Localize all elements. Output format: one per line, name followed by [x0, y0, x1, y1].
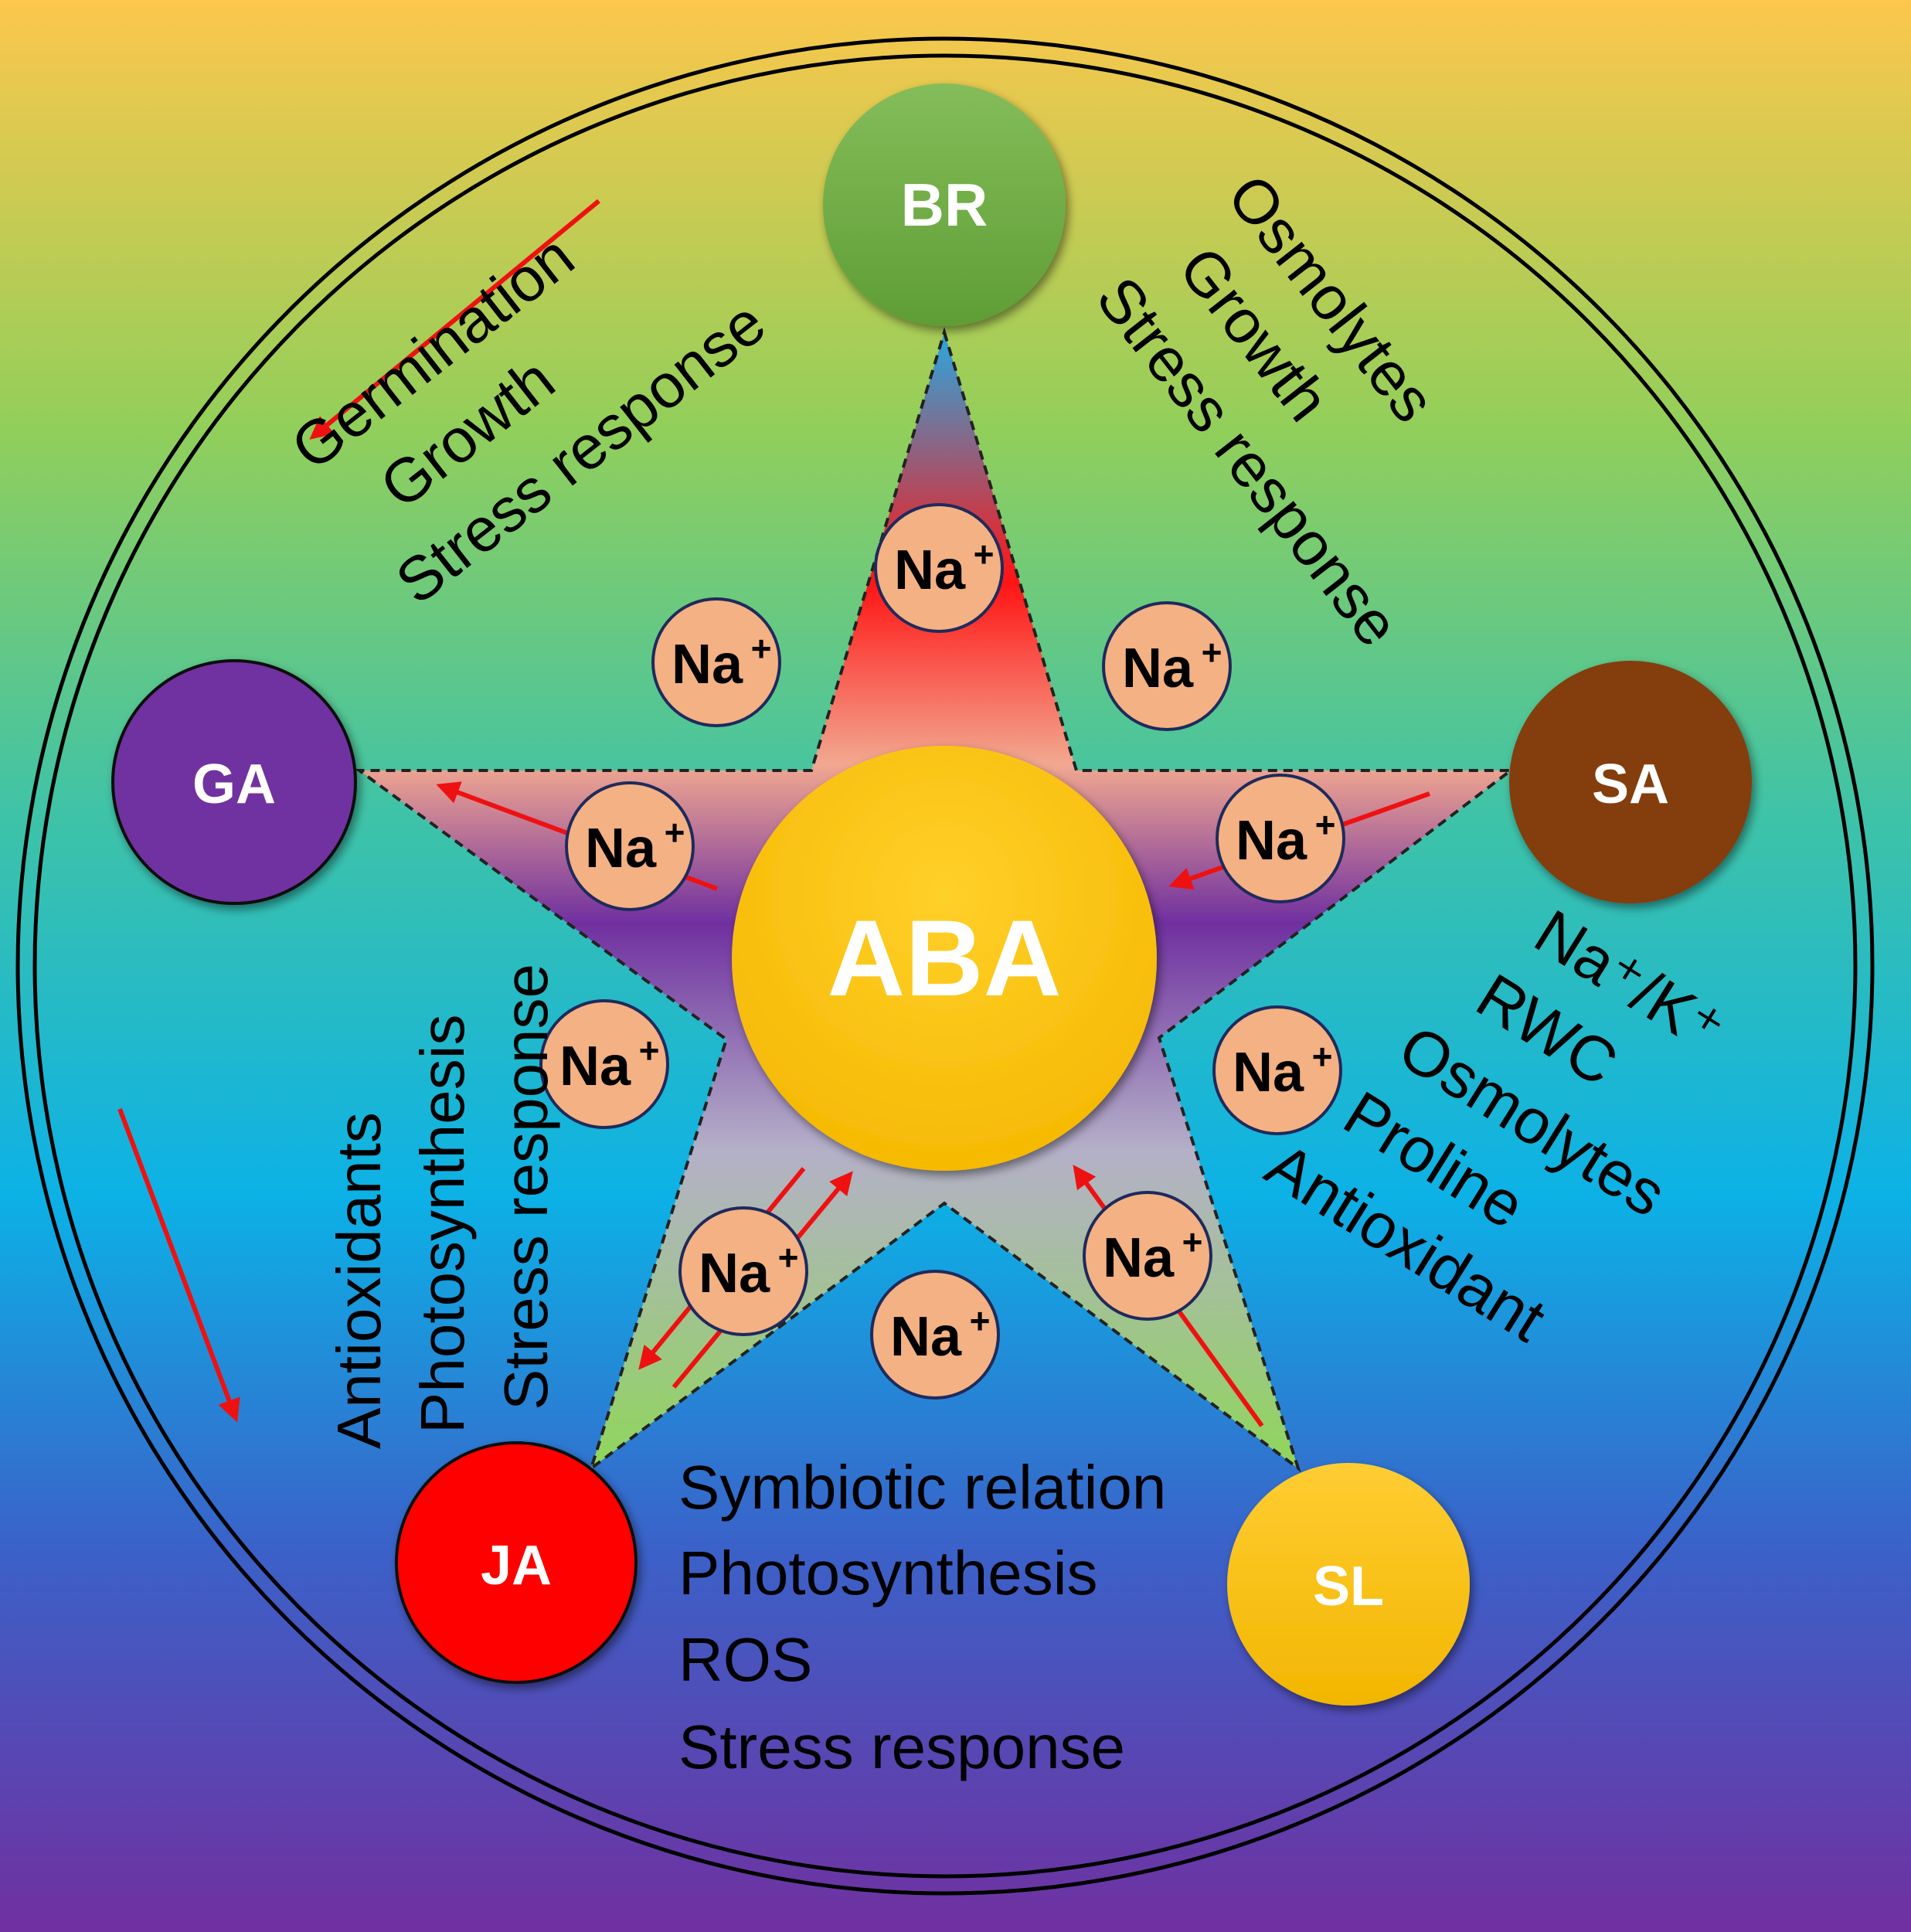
na-ion: Na +	[1083, 1191, 1212, 1321]
na-ion: Na +	[678, 1206, 808, 1336]
outer-ring	[15, 36, 1875, 1896]
na-ion: Na +	[874, 503, 1004, 633]
inner-ring	[32, 53, 1858, 1879]
na-symbol: Na	[585, 818, 657, 879]
na-charge: +	[639, 1030, 660, 1070]
na-ion: Na +	[539, 999, 669, 1129]
effect-text: Photosynthesis	[408, 1014, 477, 1434]
ga-label: GA	[192, 753, 276, 815]
sa-node: SA	[1509, 661, 1752, 903]
na-charge: +	[974, 534, 995, 574]
effect-text: ROS	[678, 1625, 812, 1694]
svg-text:Na: Na	[894, 539, 966, 601]
effect-text: Symbiotic relation	[678, 1453, 1166, 1522]
sl-label: SL	[1313, 1556, 1384, 1617]
na-charge: +	[1312, 1036, 1333, 1077]
na-charge: +	[665, 812, 685, 852]
na-charge: +	[1182, 1222, 1203, 1262]
na-symbol: Na	[890, 1306, 962, 1368]
na-symbol: Na	[1233, 1042, 1304, 1104]
arrow-decrease-ga-ja	[117, 1107, 240, 1423]
na-ion: Na +	[1216, 774, 1345, 903]
na-symbol: Na	[699, 1243, 770, 1304]
effects-ga-ja: Antioxidants Photosynthesis Stress respo…	[325, 964, 560, 1449]
effect-text: Stress response	[491, 964, 560, 1410]
na-ion: Na +	[565, 781, 695, 911]
na-ion: Na +	[651, 597, 781, 727]
na-symbol: Na	[559, 1036, 631, 1097]
na-charge: +	[751, 628, 772, 668]
effect-text: Photosynthesis	[678, 1539, 1098, 1607]
effects-ja-sl: Symbiotic relation Photosynthesis ROS St…	[678, 1453, 1166, 1781]
na-charge: +	[970, 1301, 991, 1341]
na-symbol: Na	[894, 539, 966, 601]
aba-label: ABA	[827, 897, 1061, 1019]
aba-node: ABA	[732, 746, 1157, 1171]
na-charge: +	[1202, 632, 1222, 672]
br-label: BR	[901, 171, 988, 239]
na-ion: Na +	[1212, 1005, 1342, 1135]
ga-node: GA	[111, 659, 357, 905]
na-symbol: Na	[672, 634, 743, 696]
ja-node: JA	[395, 1441, 638, 1684]
effect-text: Stress response	[678, 1713, 1125, 1781]
effect-text: Antioxidants	[325, 1112, 393, 1449]
na-symbol: Na	[1236, 810, 1307, 872]
na-charge: +	[1315, 804, 1336, 845]
sa-label: SA	[1592, 753, 1669, 815]
na-charge: +	[778, 1237, 799, 1277]
na-ion: Na +	[1102, 601, 1232, 731]
arrow-decrease-ga-br	[309, 199, 600, 440]
na-symbol: Na	[1103, 1227, 1175, 1289]
na-symbol: Na	[1122, 638, 1194, 699]
sl-node: SL	[1227, 1463, 1470, 1706]
br-node: BR	[823, 83, 1066, 326]
ja-label: JA	[481, 1535, 552, 1597]
sodium-ions: Na + Na + Na + Na + Na + Na +	[539, 503, 1345, 1400]
na-ion: Na +	[870, 1270, 1000, 1400]
